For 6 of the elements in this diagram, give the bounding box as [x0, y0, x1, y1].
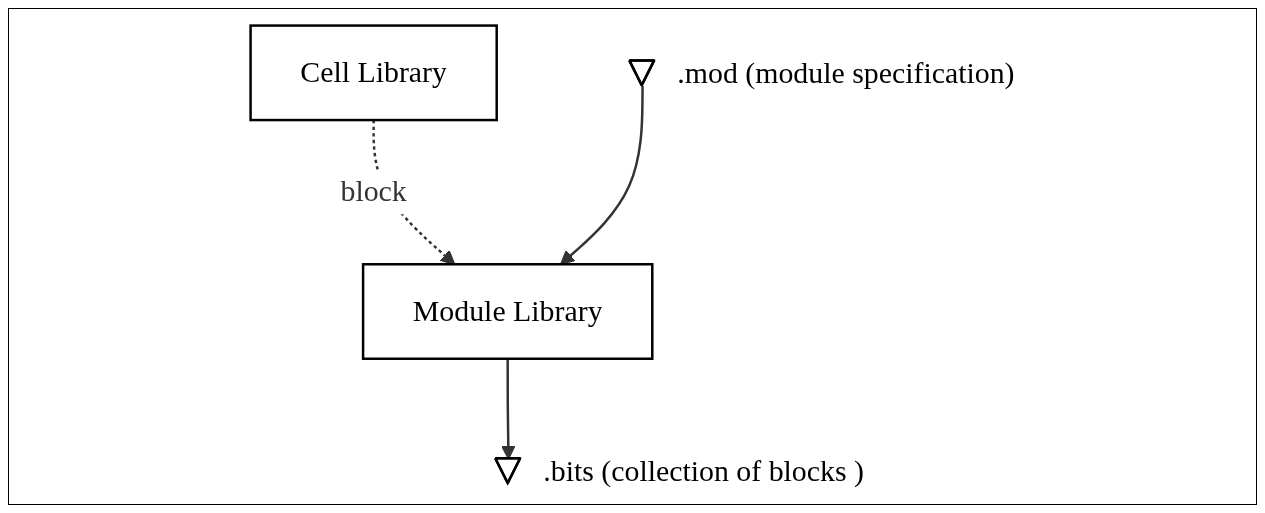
node-caption: .mod (module specification) [677, 55, 1015, 89]
node-caption: .bits (collection of blocks ) [543, 453, 864, 487]
node-box: Cell Library [249, 24, 498, 122]
arrow [560, 86, 644, 265]
edge-label: block [340, 174, 407, 208]
node-box: Module Library [361, 263, 654, 360]
